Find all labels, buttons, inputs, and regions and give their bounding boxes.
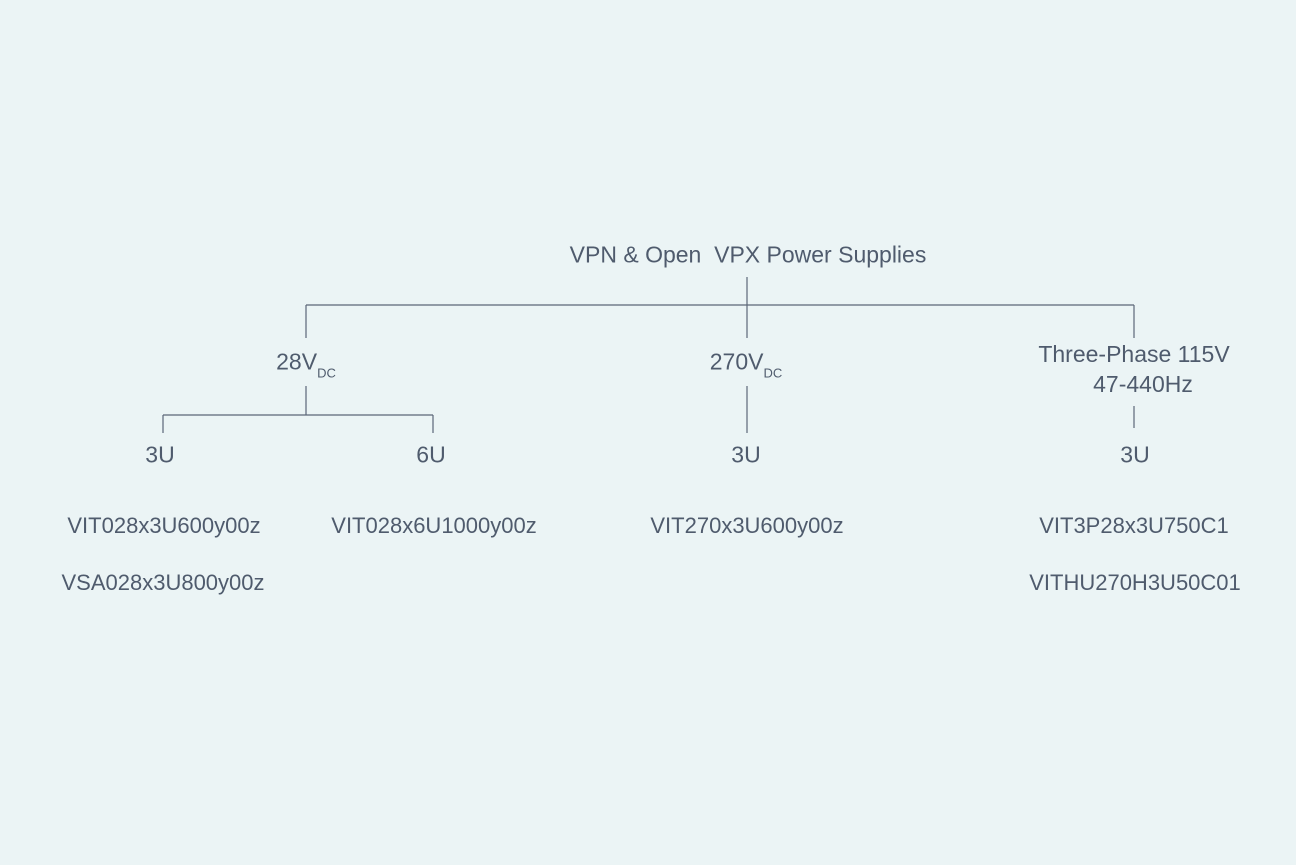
root-title: VPN & Open VPX Power Supplies (569, 241, 927, 268)
product-vit028x3u600y00z: VIT028x3U600y00z (67, 513, 261, 538)
node-28v-main: 28V (276, 348, 318, 375)
product-vit270x3u600y00z: VIT270x3U600y00z (650, 513, 844, 538)
product-vit028x6u1000y00z: VIT028x6U1000y00z (331, 513, 537, 538)
node-28v-sub: DC (317, 365, 336, 381)
root-title-text: VPN & Open VPX Power Supplies (569, 241, 927, 268)
node-270v-sub: DC (763, 365, 783, 381)
form-28v-3u: 3U (145, 441, 175, 468)
node-three-phase: Three-Phase 115V 47-440Hz (1038, 339, 1229, 399)
node-28v-dc: 28VDC (276, 348, 336, 380)
product-vit3p28x3u750c1: VIT3P28x3U750C1 (1039, 513, 1229, 538)
node-270v-main: 270V (709, 348, 764, 375)
node-three-phase-line1: Three-Phase 115V (1038, 341, 1230, 367)
node-three-phase-line2: 47-440Hz (1093, 371, 1193, 397)
product-vithu270h3u50c01: VITHU270H3U50C01 (1029, 570, 1241, 595)
product-vsa028x3u800y00z: VSA028x3U800y00z (61, 570, 265, 595)
form-270v-3u: 3U (731, 441, 761, 468)
form-28v-6u: 6U (416, 441, 446, 468)
form-three-phase-3u: 3U (1120, 441, 1150, 468)
node-270v-dc: 270VDC (709, 348, 783, 380)
